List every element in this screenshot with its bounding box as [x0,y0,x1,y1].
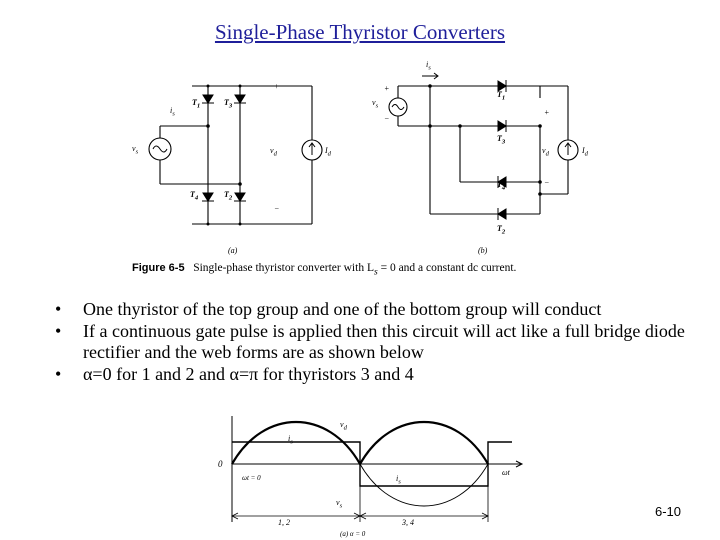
label-is-b: is [426,60,431,72]
bullet-list: • One thyristor of the top group and one… [55,299,695,386]
panel-a-label: (a) [228,246,238,255]
bullet-item: • α=0 for 1 and 2 and α=π for thyristors… [55,364,695,385]
label-id-a: Id [325,146,331,158]
bullet-item: • If a continuous gate pulse is applied … [55,321,695,363]
label-t1-a: T1 [192,98,201,110]
bullet-text: If a continuous gate pulse is applied th… [83,321,685,362]
figure-caption-sub: s [373,266,378,278]
panel-b-label: (b) [478,246,488,255]
label-minus-b1: − [384,114,390,123]
wave-wt0-label: ωt = 0 [242,474,261,482]
bullet-dot: • [55,364,62,384]
wave-vd-label: vd [340,420,347,432]
label-t2-b: T2 [497,224,506,236]
wave-zero-label: 0 [218,459,223,469]
label-t2-a: T2 [224,190,233,202]
bullet-item: • One thyristor of the top group and one… [55,299,695,320]
waveform-figure: 0 ωt ωt = 0 vd is is vs 1, 2 3, 4 (a) α … [212,412,532,540]
label-vd-a: vd [270,146,277,158]
label-t3-b: T3 [497,134,506,146]
figure-caption-label: Figure 6-5 [132,262,185,274]
bullet-text: One thyristor of the top group and one o… [83,299,602,319]
bullet-text: α=0 for 1 and 2 and α=π for thyristors 3… [83,364,414,384]
circuit-figure: is vs vd Id T1 T3 T4 T2 + − (a) is vs + … [120,58,590,286]
label-plus-a: + [274,82,280,91]
wave-is-label-bottom: is [396,474,401,486]
circuit-diagrams [148,72,579,226]
label-minus-a: − [274,204,280,213]
label-plus-b1: + [384,84,390,93]
page-number: 6-10 [655,504,682,519]
label-vs-b: vs [372,98,379,110]
label-is-a: is [170,106,175,118]
wave-vs-label: vs [336,498,343,510]
label-vs-a: vs [132,144,139,156]
wave-cond-12-label: 1, 2 [278,518,290,527]
bullet-dot: • [55,299,62,319]
figure-caption: Figure 6-5 Single-phase thyristor conver… [132,262,516,277]
label-plus-b2: + [544,108,550,117]
waveform-plot [231,416,524,522]
label-vd-b: vd [542,146,549,158]
wave-wt-label: ωt [502,468,510,477]
wave-caption: (a) α = 0 [340,530,366,538]
figure-caption-text: Single-phase thyristor converter with L [193,262,374,274]
label-id-b: Id [582,146,588,158]
wave-cond-34-label: 3, 4 [402,518,414,527]
label-t3-a: T3 [224,98,233,110]
wave-is-label-top: is [288,434,293,446]
label-minus-b2: − [544,178,550,187]
bullet-dot: • [55,321,62,341]
figure-caption-tail: = 0 and a constant dc current. [377,262,517,274]
slide-title: Single-Phase Thyristor Converters [214,20,506,44]
label-t4-b: T4 [497,180,506,192]
label-t4-a: T4 [190,190,199,202]
label-t1-b: T1 [497,90,506,102]
